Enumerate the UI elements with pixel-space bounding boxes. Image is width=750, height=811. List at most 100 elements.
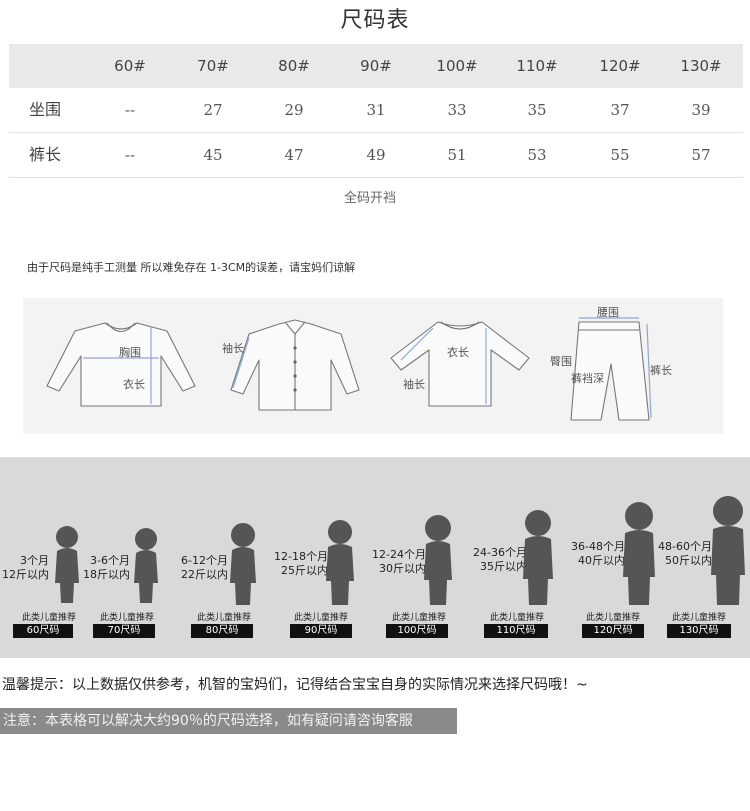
label-pants-waist: 腰围: [597, 306, 619, 319]
size-header-cell: 120#: [599, 57, 641, 75]
child-silhouette-icon: [230, 523, 256, 605]
child-silhouette-icon: [134, 528, 158, 603]
label-raglan-sleeve: 袖长: [403, 378, 425, 391]
kid-guide-60: 3个月 12斤以内 此类儿童推荐 60尺码: [0, 457, 95, 658]
table-cell: 27: [203, 101, 223, 119]
child-silhouette-icon: [55, 526, 79, 603]
kid-guide-70: 3-6个月 18斤以内 此类儿童推荐 70尺码: [78, 457, 178, 658]
page-title: 尺码表: [340, 8, 410, 33]
table-cell: 35: [527, 101, 547, 119]
label-pants-rise: 裤裆深: [571, 372, 604, 385]
table-cell: 29: [284, 101, 304, 119]
kid-age: 12-24个月: [372, 548, 426, 561]
kid-weight: 50斤以内: [665, 554, 712, 567]
kid-age: 6-12个月: [181, 554, 228, 567]
table-row: 裤长 -- 45 47 49 51 53 55 57: [9, 133, 743, 178]
kid-recommend: 此类儿童推荐: [391, 613, 446, 623]
tshirt-outline: [46, 322, 196, 407]
size-header-cell: 130#: [680, 57, 722, 75]
size-badge: 110尺码: [484, 624, 548, 638]
pants-outline: [570, 321, 650, 421]
size-badge: 60尺码: [13, 624, 73, 638]
table-cell: 53: [527, 146, 547, 164]
label-raglan-length: 衣长: [447, 346, 469, 359]
label-tee-chest: 胸围: [119, 346, 141, 359]
table-cell: 47: [284, 146, 304, 164]
size-badge: 130尺码: [667, 624, 731, 638]
kid-recommend: 此类儿童推荐: [585, 613, 640, 623]
kid-weight: 25斤以内: [281, 564, 328, 577]
table-cell: 31: [366, 101, 386, 119]
table-cell: --: [124, 101, 136, 119]
size-badge: 120尺码: [582, 624, 644, 638]
kid-weight: 30斤以内: [379, 562, 426, 575]
kid-guide-110: 24-36个月 35斤以内 此类儿童推荐 110尺码: [462, 457, 562, 658]
kid-age: 36-48个月: [571, 540, 625, 553]
kid-age: 24-36个月: [473, 546, 527, 559]
kid-weight: 40斤以内: [578, 554, 625, 567]
size-badge: 80尺码: [191, 624, 253, 638]
table-cell: 33: [447, 101, 467, 119]
notice-bar: 注意：本表格可以解决大约90％的尺码选择，如有疑问请咨询客服: [0, 708, 457, 734]
garment-measure-panel: 胸围 衣长 袖长 衣长 袖长 腰围 臀围 裤裆深 裤长: [23, 298, 723, 434]
size-header-cell: 70#: [197, 57, 229, 75]
row-label: 裤长: [29, 145, 62, 164]
shirt-sleeve-line: [232, 337, 250, 389]
table-row: 坐围 -- 27 29 31 33 35 37 39: [9, 88, 743, 133]
kid-guide-100: 12-24个月 30斤以内 此类儿童推荐 100尺码: [366, 457, 466, 658]
child-silhouette-icon: [523, 510, 553, 605]
size-badge: 100尺码: [386, 624, 448, 638]
size-badge: 90尺码: [290, 624, 352, 638]
table-cell: 55: [610, 146, 630, 164]
kid-recommend: 此类儿童推荐: [99, 613, 154, 623]
raglan-outline: [390, 321, 530, 407]
kid-recommend: 此类儿童推荐: [21, 613, 76, 623]
measurement-disclaimer: 由于尺码是纯手工测量 所以难免存在 1-3CM的误差，请宝妈们谅解: [27, 261, 356, 274]
child-silhouette-icon: [623, 502, 655, 605]
table-cell: --: [124, 146, 136, 164]
size-header-cell: 60#: [114, 57, 146, 75]
table-cell: 39: [691, 101, 711, 119]
child-silhouette-icon: [711, 496, 745, 605]
raglan-sleeve-line: [400, 327, 434, 361]
kid-recommend: 此类儿童推荐: [671, 613, 726, 623]
child-silhouette-icon: [424, 515, 452, 605]
size-table-header: 60# 70# 80# 90# 100# 110# 120# 130#: [9, 44, 743, 88]
kid-weight: 22斤以内: [181, 568, 228, 581]
pants-length-line: [646, 323, 652, 419]
table-cell: 37: [610, 101, 630, 119]
child-silhouette-icon: [326, 520, 354, 605]
table-cell: 45: [203, 146, 223, 164]
row-label: 坐围: [29, 100, 62, 119]
kid-weight: 18斤以内: [83, 568, 130, 581]
kid-recommend: 此类儿童推荐: [196, 613, 251, 623]
kid-guide-130: 48-60个月 50斤以内 此类儿童推荐 130尺码: [650, 457, 750, 658]
table-cell: 57: [691, 146, 711, 164]
garment-diagrams: [46, 317, 652, 421]
kid-weight: 35斤以内: [480, 560, 527, 573]
size-table: 60# 70# 80# 90# 100# 110# 120# 130# 坐围 -…: [9, 44, 743, 178]
size-header-cell: 110#: [516, 57, 558, 75]
size-header-cell: 80#: [278, 57, 310, 75]
kid-age: 12-18个月: [274, 550, 328, 563]
label-shirt-sleeve: 袖长: [222, 342, 244, 355]
table-cell: 49: [366, 146, 386, 164]
kid-age: 3个月: [20, 554, 49, 567]
kids-size-guide: 3个月 12斤以内 此类儿童推荐 60尺码 3-6个月 18斤以内 此类儿童推荐…: [0, 457, 750, 658]
kid-recommend: 此类儿童推荐: [293, 613, 348, 623]
table-cell: 51: [447, 146, 467, 164]
kid-guide-120: 36-48个月 40斤以内 此类儿童推荐 120尺码: [560, 457, 655, 658]
kid-recommend: 此类儿童推荐: [489, 613, 544, 623]
size-header-cell: 100#: [436, 57, 478, 75]
size-badge: 70尺码: [93, 624, 155, 638]
opening-note: 全码开裆: [343, 191, 396, 206]
size-header-cell: 90#: [360, 57, 392, 75]
kid-age: 48-60个月: [658, 540, 712, 553]
warm-tip: 温馨提示：以上数据仅供参考，机智的宝妈们，记得结合宝宝自身的实际情况来选择尺码哦…: [2, 677, 588, 693]
kid-weight: 12斤以内: [2, 568, 49, 581]
label-tee-length: 衣长: [123, 378, 145, 391]
label-pants-length: 裤长: [650, 364, 672, 377]
kid-guide-90: 12-18个月 25斤以内 此类儿童推荐 90尺码: [270, 457, 370, 658]
label-pants-hip: 臀围: [550, 355, 572, 368]
kid-age: 3-6个月: [90, 554, 130, 567]
